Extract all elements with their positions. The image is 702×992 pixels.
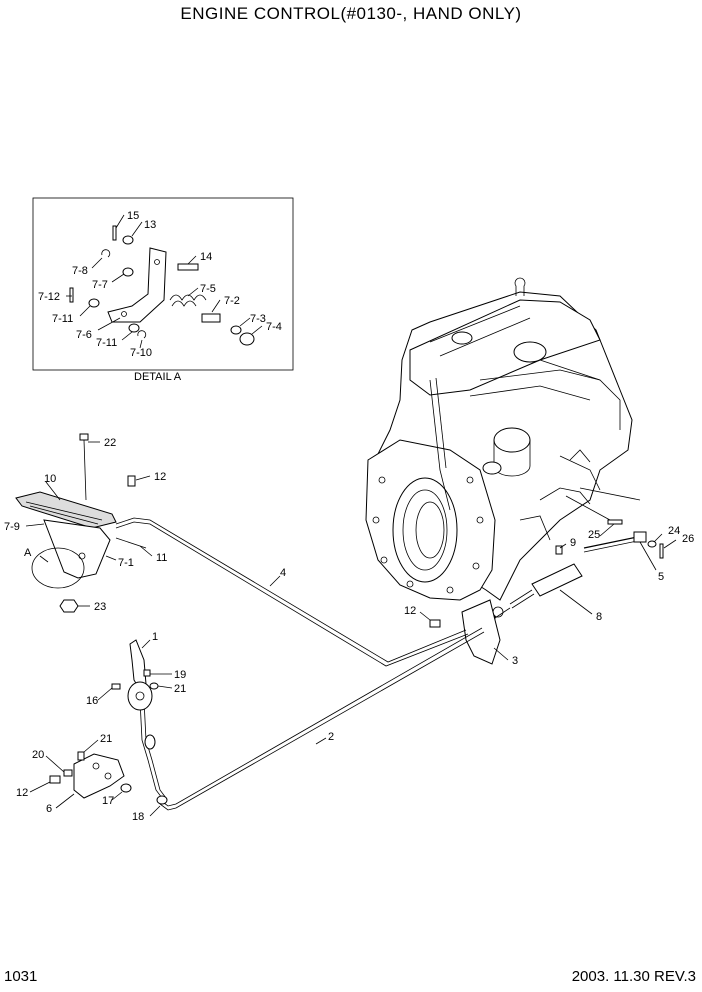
label-7-7: 7-7	[92, 279, 108, 291]
label-7-9: 7-9	[4, 521, 20, 533]
label-4: 4	[280, 567, 286, 579]
label-16: 16	[86, 695, 98, 707]
label-6: 6	[46, 803, 52, 815]
label-7-12: 7-12	[38, 291, 60, 303]
label-12-bottom: 12	[16, 787, 28, 799]
hand-lever-assembly	[29, 639, 173, 809]
label-7-11-a: 7-11	[52, 313, 73, 325]
label-3: 3	[512, 655, 518, 667]
label-22: 22	[104, 437, 116, 449]
label-2: 2	[328, 731, 334, 743]
label-25: 25	[588, 529, 600, 541]
engine-assembly	[365, 277, 633, 601]
control-cables	[115, 517, 485, 817]
label-20: 20	[32, 749, 44, 761]
label-19: 19	[174, 669, 186, 681]
label-12-right: 12	[404, 605, 416, 617]
label-18: 18	[132, 811, 144, 823]
label-7-4: 7-4	[266, 321, 282, 333]
label-12-top: 12	[154, 471, 166, 483]
detail-a-caption: DETAIL A	[134, 371, 182, 383]
page-number: 1031	[4, 968, 38, 985]
label-7-10: 7-10	[130, 347, 152, 359]
label-11: 11	[156, 552, 167, 564]
pedal-assembly	[15, 433, 153, 613]
page-title: ENGINE CONTROL(#0130-, HAND ONLY)	[180, 4, 522, 23]
label-7-3: 7-3	[250, 313, 266, 325]
label-7-8: 7-8	[72, 265, 88, 277]
label-8: 8	[596, 611, 602, 623]
label-5: 5	[658, 571, 664, 583]
label-17: 17	[102, 795, 114, 807]
label-14: 14	[200, 251, 212, 263]
label-26: 26	[682, 533, 694, 545]
label-23: 23	[94, 601, 106, 613]
label-21-upper: 21	[174, 683, 186, 695]
label-7-11-b: 7-11	[96, 337, 117, 349]
label-13: 13	[144, 219, 156, 231]
label-7-2: 7-2	[224, 295, 240, 307]
label-24: 24	[668, 525, 680, 537]
label-7-1: 7-1	[118, 557, 134, 569]
part-labels: 15 13 14 7-8 7-7 7-5 7-12 7-2 7-11 7-3 7…	[4, 210, 694, 823]
detail-a-box	[32, 197, 294, 371]
throttle-rod-assembly	[419, 487, 677, 665]
label-1: 1	[152, 631, 158, 643]
label-15: 15	[127, 210, 139, 222]
label-7-6: 7-6	[76, 329, 92, 341]
footer-date-revision: 2003. 11.30 REV.3	[571, 968, 696, 985]
label-10: 10	[44, 473, 56, 485]
label-7-5: 7-5	[200, 283, 216, 295]
label-9: 9	[570, 537, 576, 549]
label-21-lower: 21	[100, 733, 112, 745]
detail-a-pointer: A	[24, 547, 32, 559]
